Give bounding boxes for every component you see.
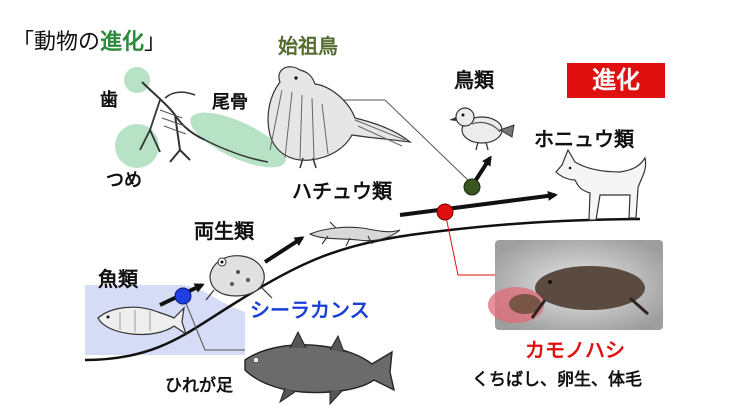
- platypus-photo: [488, 240, 663, 330]
- title-highlight: 進化: [100, 30, 145, 55]
- land-curve: [84, 217, 641, 362]
- label-archaeopteryx: 始祖鳥: [278, 34, 338, 58]
- label-fish: 魚類: [98, 267, 138, 291]
- label-fins-to-legs: ひれが足: [165, 376, 233, 396]
- label-platypus: カモノハシ: [525, 338, 625, 362]
- fish-illustration: [97, 306, 188, 336]
- label-reptiles: ハチュウ類: [292, 179, 392, 203]
- label-coelacanth: シーラカンス: [250, 298, 370, 322]
- label-teeth: 歯: [100, 90, 118, 111]
- arrow-amphibian-to-reptile: [263, 236, 305, 264]
- label-amphibians: 両生類: [194, 219, 254, 243]
- label-tailbone: 尾骨: [212, 92, 248, 113]
- connector-platypus: [444, 211, 495, 276]
- lizard-illustration: [308, 221, 401, 247]
- label-claws: つめ: [106, 170, 142, 191]
- branch-dot-platypus: [436, 203, 454, 221]
- title-bracket-close: 」: [144, 30, 167, 55]
- branch-dot-fish: [174, 287, 192, 305]
- title-prefix: 動物の: [34, 30, 101, 55]
- label-birds: 鳥類: [454, 68, 494, 92]
- page-title: 「動物の進化」: [12, 32, 166, 54]
- archaeopteryx-fossil-image: [115, 67, 286, 168]
- title-bracket-open: 「: [12, 30, 35, 55]
- arrow-reptile-to-mammal: [399, 190, 558, 217]
- evolution-badge: 進化: [567, 63, 665, 98]
- connector-shisocho: [384, 99, 473, 185]
- label-platypus-traits: くちばし、卵生、体毛: [472, 370, 642, 390]
- dog-illustration: [555, 148, 647, 221]
- frog-illustration: [205, 255, 273, 301]
- sparrow-illustration: [449, 107, 515, 151]
- archaeopteryx-illustration: [267, 66, 412, 169]
- coelacanth-illustration: [244, 330, 396, 406]
- branch-dot-bird: [463, 178, 481, 196]
- connector-coelacanth: [182, 295, 245, 351]
- label-mammals: ホニュウ類: [534, 127, 634, 151]
